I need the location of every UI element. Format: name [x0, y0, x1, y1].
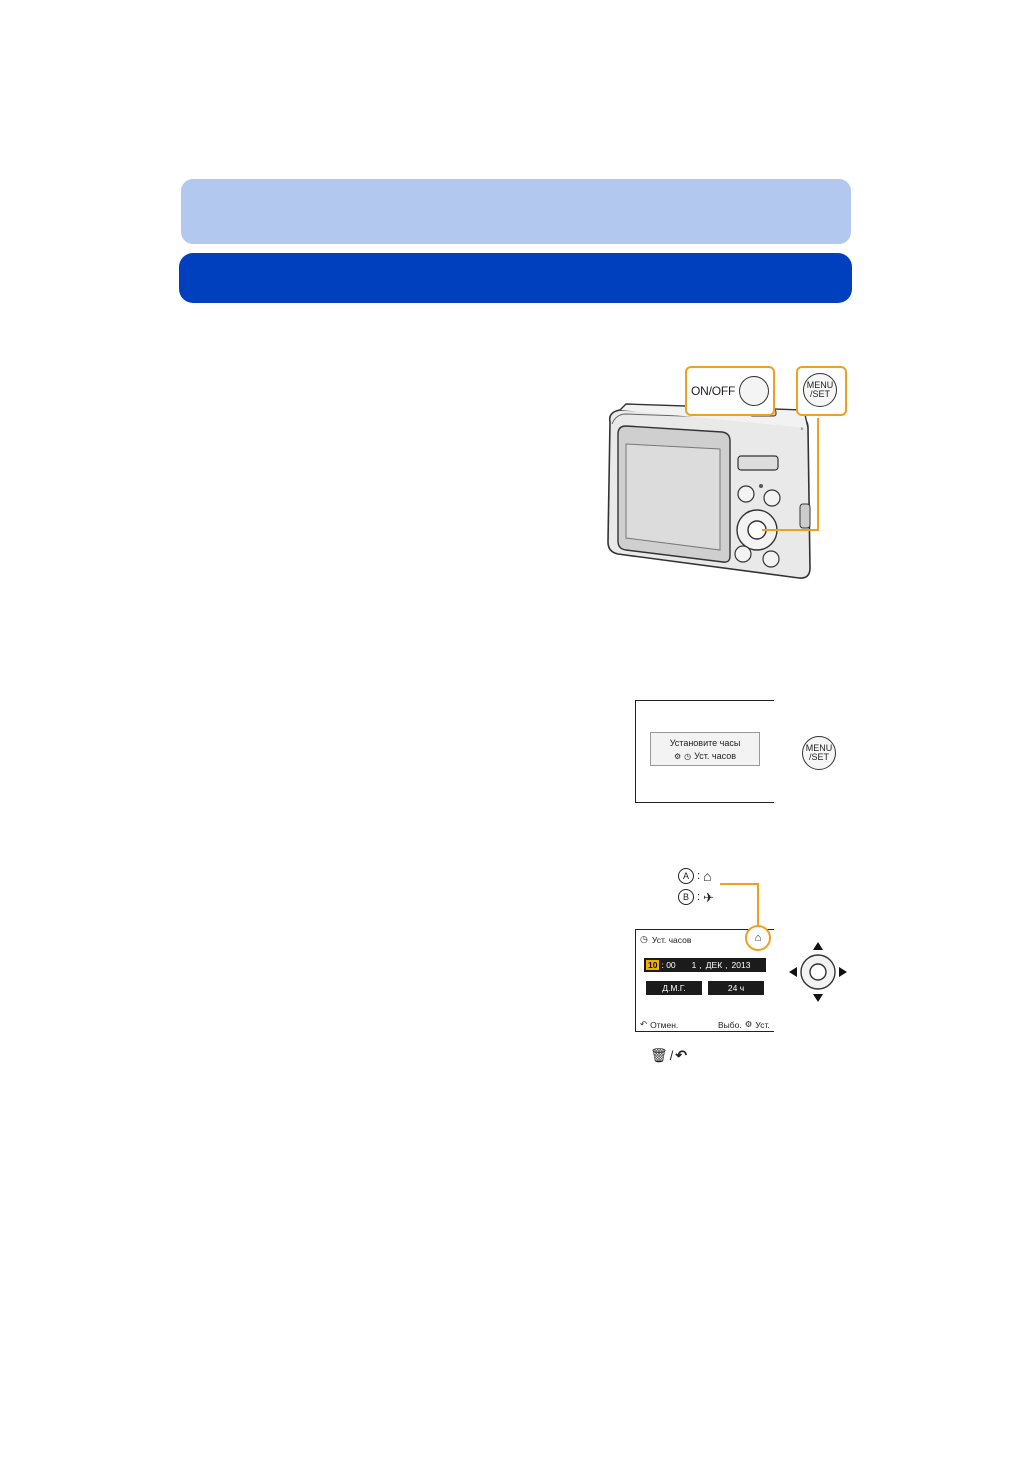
return-icon: ↶ — [675, 1047, 688, 1063]
on-off-label: ON/OFF — [691, 384, 736, 398]
date-time-field[interactable]: 10 : 00 1 , ДЕК , 2013 — [644, 958, 766, 972]
cursor-button-pad[interactable] — [788, 941, 848, 1003]
legend-leader-line — [720, 883, 759, 926]
circle-b-label: B — [678, 889, 694, 905]
legend-b: B : ✈ — [678, 889, 714, 905]
camera-body-drawing — [607, 403, 819, 579]
set-clock-prompt-screen: Установите часы ⚙ ◷ Уст. часов — [635, 700, 774, 803]
minute-value[interactable]: : 00 — [661, 960, 676, 970]
cancel-hint: ↶ Отмен. — [640, 1019, 679, 1030]
time-format-field[interactable]: 24 ч — [708, 981, 764, 995]
menu-set-button[interactable]: MENU /SET — [803, 373, 837, 407]
on-off-button[interactable] — [739, 376, 769, 406]
up-arrow-icon[interactable] — [813, 942, 823, 950]
clock-icon: ◷ — [684, 751, 692, 761]
day-value[interactable]: 1 — [691, 960, 697, 970]
menu-set-icon: ⚙ — [674, 751, 682, 761]
menu-set-button-step[interactable]: MENU /SET — [802, 736, 836, 770]
trash-icon: 🗑 — [650, 1047, 668, 1063]
set-clock-message-box: Установите часы ⚙ ◷ Уст. часов — [650, 732, 760, 766]
center-button-icon[interactable] — [809, 963, 827, 981]
on-off-callout: ON/OFF — [685, 366, 775, 416]
home-icon: ⌂ — [703, 868, 712, 884]
right-arrow-icon[interactable] — [839, 967, 847, 977]
hour-value[interactable]: 10 — [646, 960, 660, 970]
delete-return-button[interactable]: 🗑 / ↶ — [650, 1047, 688, 1063]
home-icon: ⌂ — [754, 932, 762, 944]
set-clock-message: Установите часы — [669, 738, 741, 748]
clock-setting-header: ◷ Уст. часов — [640, 934, 691, 945]
airplane-icon: ✈ — [703, 889, 714, 905]
select-set-hint: Выбо. ⚙ Уст. — [718, 1019, 770, 1030]
menu-set-callout: MENU /SET — [796, 366, 847, 416]
home-time-indicator: ⌂ — [745, 925, 771, 951]
menu-set-icon: ⚙ — [744, 1019, 753, 1029]
set-clock-menu-label: Уст. часов — [694, 751, 736, 761]
clock-setting-title: Уст. часов — [651, 934, 692, 945]
clock-icon: ◷ — [640, 934, 648, 944]
return-icon: ↶ — [640, 1019, 648, 1029]
legend-a: A : ⌂ — [678, 868, 712, 884]
left-arrow-icon[interactable] — [789, 967, 797, 977]
year-value[interactable]: 2013 — [731, 960, 751, 970]
down-arrow-icon[interactable] — [813, 994, 823, 1002]
header-band-light — [181, 179, 851, 244]
camera-illustration — [596, 364, 856, 594]
circle-a-label: A — [678, 868, 694, 884]
header-band-dark — [179, 253, 852, 303]
month-value[interactable]: ДЕК — [705, 960, 723, 970]
date-format-field[interactable]: Д.М.Г. — [646, 981, 702, 995]
